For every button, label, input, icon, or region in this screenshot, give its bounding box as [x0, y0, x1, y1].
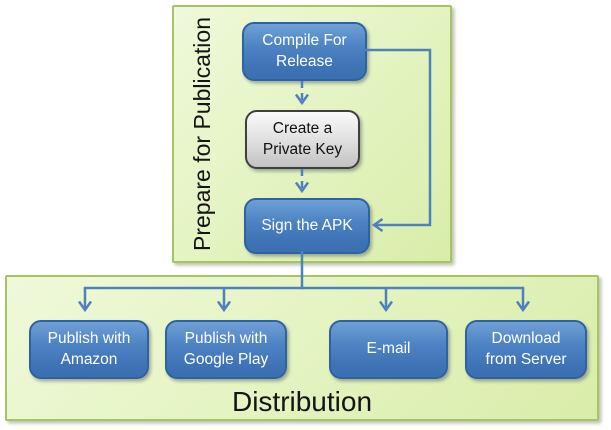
- node-publish-with-google-play: Publish with Google Play: [165, 320, 287, 379]
- group-distribution: Publish with Amazon Publish with Google …: [5, 275, 599, 421]
- group-prepare-for-publication: Prepare for Publication Compile For Rele…: [172, 5, 452, 263]
- node-create-private-key: Create a Private Key: [245, 110, 360, 169]
- group-distribution-label: Distribution: [231, 386, 373, 417]
- node-publish-with-amazon: Publish with Amazon: [29, 320, 149, 379]
- group-prepare-label: Prepare for Publication: [189, 17, 215, 251]
- node-download-from-server: Download from Server: [465, 320, 587, 379]
- node-compile-for-release: Compile For Release: [242, 22, 367, 81]
- node-sign-the-apk: Sign the APK: [244, 198, 370, 254]
- node-email: E-mail: [329, 320, 448, 379]
